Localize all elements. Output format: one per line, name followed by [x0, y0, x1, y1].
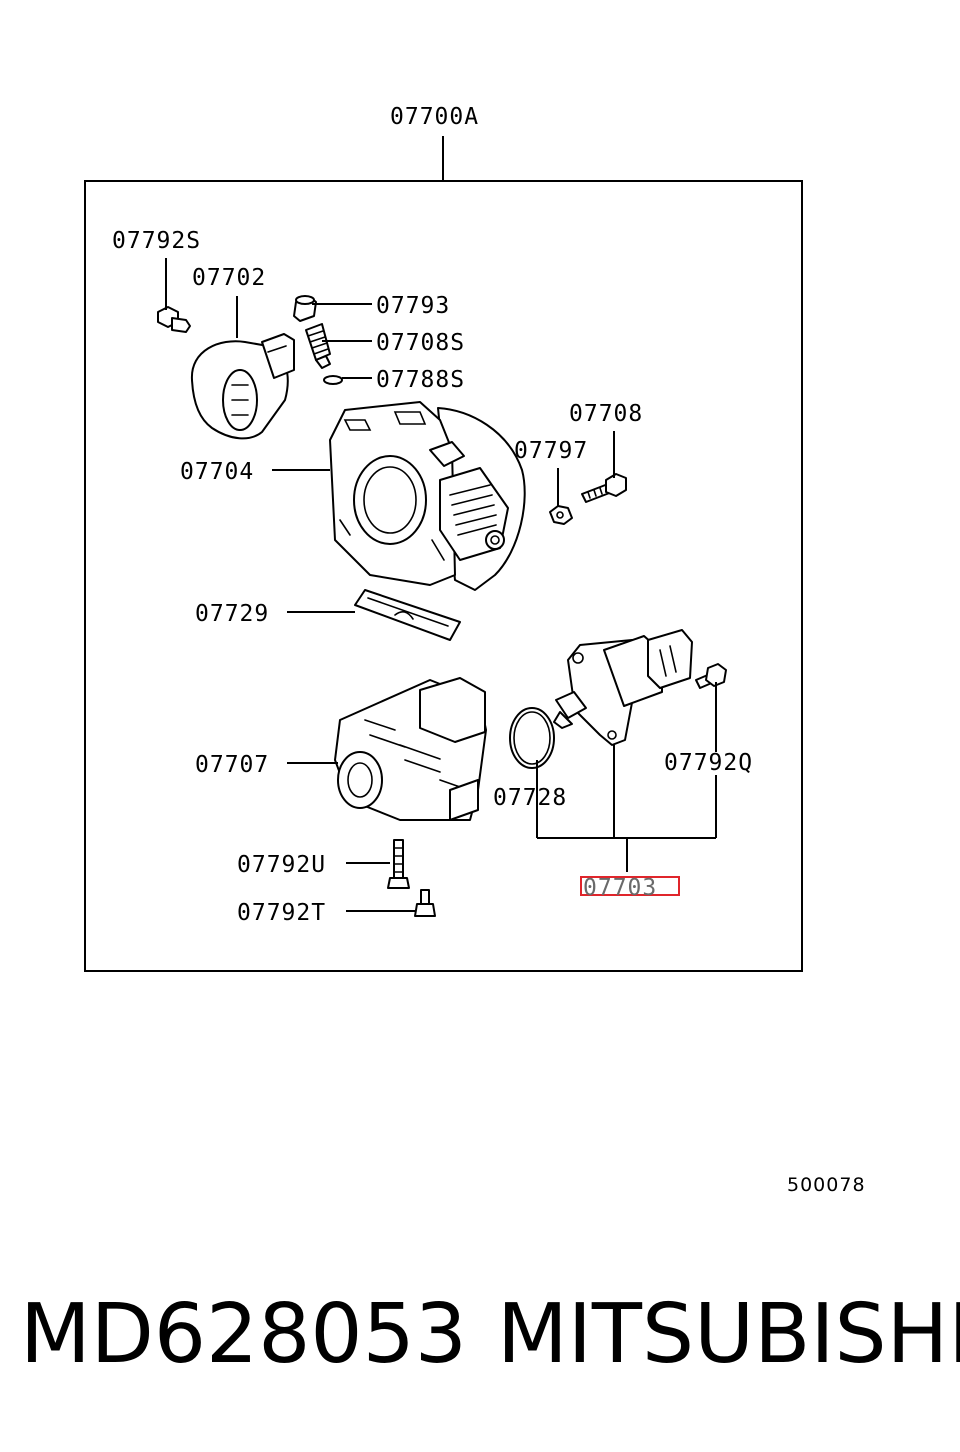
label-07792Q[interactable]: 07792Q — [664, 750, 753, 776]
label-07728[interactable]: 07728 — [493, 785, 567, 811]
label-07703[interactable]: 07703 — [583, 875, 657, 901]
assembly-frame — [84, 180, 803, 972]
bolt-07708-drawing — [581, 473, 627, 503]
kit-bracket-07703 — [536, 682, 717, 872]
assembly-label[interactable]: 07700A — [390, 104, 479, 130]
label-07792S[interactable]: 07792S — [112, 228, 201, 254]
footer-brand: MITSUBISHI — [497, 1287, 960, 1382]
label-07797[interactable]: 07797 — [514, 438, 588, 464]
footer-part-number: MD628053 — [20, 1287, 467, 1382]
screw-07792S-drawing — [157, 306, 191, 333]
idle-air-valve-07703-drawing — [553, 629, 693, 746]
highlight-box-07703 — [580, 876, 680, 896]
throttle-body-07704-drawing — [329, 401, 526, 591]
label-07792T[interactable]: 07792T — [237, 900, 326, 926]
nut-07797-drawing — [549, 505, 573, 525]
label-07704[interactable]: 07704 — [180, 459, 254, 485]
washer-07788S-drawing — [323, 375, 343, 385]
label-07788S[interactable]: 07788S — [376, 367, 465, 393]
bolt-07792Q-drawing — [695, 663, 727, 689]
label-07793[interactable]: 07793 — [376, 293, 450, 319]
label-07707[interactable]: 07707 — [195, 752, 269, 778]
intake-07707-drawing — [334, 677, 487, 821]
label-07708[interactable]: 07708 — [569, 401, 643, 427]
o-ring-07728-drawing — [509, 707, 555, 769]
gasket-07729-drawing — [354, 589, 461, 641]
spring-07708S-drawing — [305, 323, 331, 369]
label-07792U[interactable]: 07792U — [237, 852, 326, 878]
label-07729[interactable]: 07729 — [195, 601, 269, 627]
bolt-07792T-drawing — [414, 889, 436, 917]
bolt-07792U-drawing — [387, 839, 410, 889]
drawing-number: 500078 — [787, 1174, 866, 1196]
cap-07793-drawing — [293, 295, 317, 322]
throttle-sensor-07702-drawing — [190, 333, 295, 440]
label-07708S[interactable]: 07708S — [376, 330, 465, 356]
label-07702[interactable]: 07702 — [192, 265, 266, 291]
